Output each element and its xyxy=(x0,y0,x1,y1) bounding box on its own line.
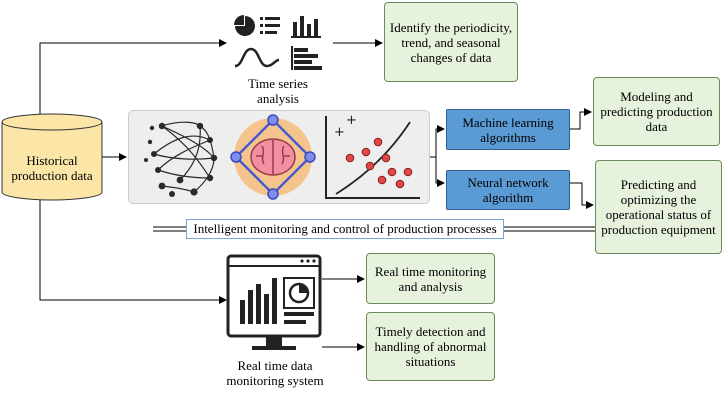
neural-network-box: Neural network algorithm xyxy=(446,170,570,210)
monitoring-label: Real time data monitoring system xyxy=(226,358,324,388)
monitoring-result-1-text: Real time monitoring and analysis xyxy=(374,263,487,294)
trunk-line xyxy=(39,39,227,118)
monitoring-result-1-box: Real time monitoring and analysis xyxy=(366,253,495,304)
bar-chart-icon xyxy=(291,16,321,38)
time-series-label: Time series analysis xyxy=(248,76,308,106)
arrow-to-ml xyxy=(430,125,445,158)
monitor-dashboard-icon xyxy=(226,254,322,350)
source-label: Historical production data xyxy=(11,153,93,183)
neural-network-result-box: Predicting and optimizing the operationa… xyxy=(595,160,722,254)
machine-learning-result-text: Modeling and predicting production data xyxy=(600,89,713,134)
network-graph-icon xyxy=(144,121,218,197)
time-series-result-box: Identify the periodicity, trend, and sea… xyxy=(384,2,518,82)
pie-chart-icon xyxy=(234,15,280,36)
monitoring-result-2-box: Timely detection and handling of abnorma… xyxy=(366,312,495,381)
machine-learning-result-box: Modeling and predicting production data xyxy=(593,77,720,146)
trunk-line-lower xyxy=(39,196,227,304)
brain-network-icon xyxy=(230,114,316,200)
neural-network-label: Neural network algorithm xyxy=(467,175,549,205)
svg-text:+: + xyxy=(346,114,357,128)
process-banner: Intelligent monitoring and control of pr… xyxy=(186,219,504,239)
arrow-to-nn xyxy=(430,156,445,187)
machine-learning-label: Machine learning algorithms xyxy=(462,114,554,145)
time-series-result-text: Identify the periodicity, trend, and sea… xyxy=(389,19,513,65)
svg-text:+: + xyxy=(334,125,345,140)
arrow-ml-result xyxy=(570,108,592,130)
wave-chart-icon xyxy=(234,47,280,68)
horizontal-bar-chart-icon xyxy=(291,46,322,70)
arrow-nn-result xyxy=(570,182,594,209)
neural-network-result-text: Predicting and optimizing the operationa… xyxy=(601,177,716,237)
database-icon xyxy=(1,113,103,201)
monitoring-result-2-text: Timely detection and handling of abnorma… xyxy=(374,324,487,369)
machine-learning-box: Machine learning algorithms xyxy=(446,109,570,150)
scatter-plot-icon: + + xyxy=(325,114,420,199)
